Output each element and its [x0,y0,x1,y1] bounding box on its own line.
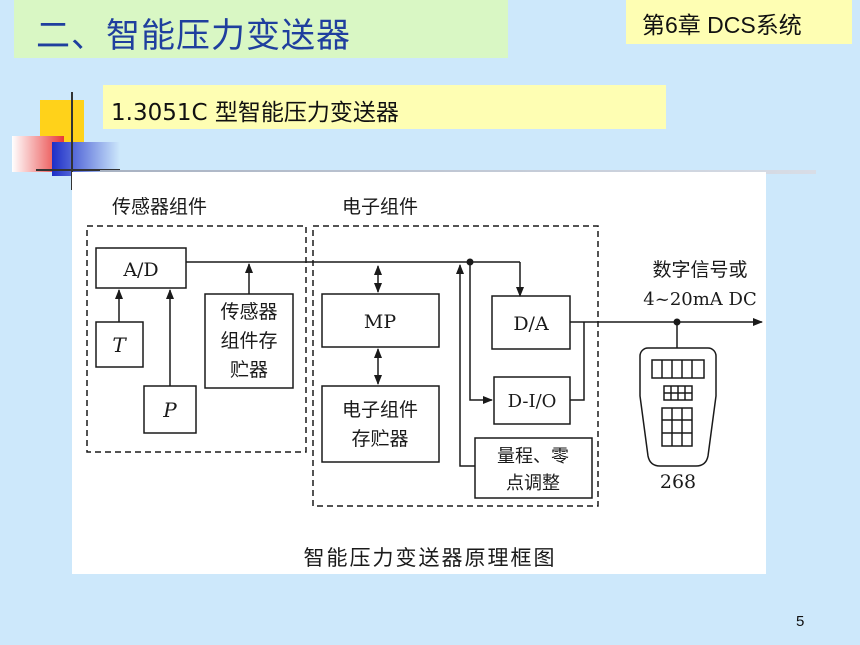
range-zero-line1: 量程、零 [497,446,569,467]
output-signal-line1: 数字信号或 [652,259,747,281]
block-diagram: 传感器组件 电子组件 A/D T P 传感器 组件存 贮器 MP 电子组件 存贮… [86,196,763,570]
electronics-memory-line2: 存贮器 [351,428,408,450]
sensor-memory-block [204,293,294,389]
p-block-label: P [162,398,177,422]
output-junction-dot [673,318,681,326]
electronics-group-label: 电子组件 [342,196,418,218]
signal-lines [115,261,763,467]
deco-horizontal-line [36,169,120,171]
deco-vertical-line [71,92,73,190]
dio-block-label: D-I/O [508,391,557,412]
subtitle-text: 1.3051C 型智能压力变送器 [111,100,399,126]
electronics-group-box [312,225,599,507]
sensor-memory-line3: 贮器 [230,359,268,381]
range-zero-line2: 点调整 [506,473,560,494]
ad-block [95,247,187,289]
communicator-268-icon [639,347,717,467]
sensor-group-box [86,225,307,453]
ad-block-label: A/D [122,259,158,281]
mp-block-label: MP [364,311,396,333]
electronics-memory-line1: 电子组件 [342,399,418,421]
slide-title: 二、智能压力变送器 [36,16,351,56]
da-block-label: D/A [513,313,549,335]
sensor-group-label: 传感器组件 [112,196,207,218]
chapter-banner: 第6章 DCS系统 [626,0,852,44]
t-block [95,321,144,368]
bus-junction-dot [466,258,474,266]
page-number: 5 [796,613,805,630]
dio-block [493,376,571,425]
chapter-label: 第6章 DCS系统 [642,12,802,38]
da-block [491,295,571,350]
electronics-memory-block [321,385,440,463]
diagram-caption: 智能压力变送器原理框图 [304,546,557,570]
output-signal-line2: 4~20mA DC [643,289,756,310]
diagram-figure: 传感器组件 电子组件 A/D T P 传感器 组件存 贮器 MP 电子组件 存贮… [72,172,766,574]
title-banner: 二、智能压力变送器 [14,0,508,58]
t-block-label: T [112,333,127,357]
mp-block [321,293,440,348]
sensor-memory-line2: 组件存 [220,330,277,352]
communicator-label: 268 [660,471,696,493]
subtitle-banner: 1.3051C 型智能压力变送器 [103,85,666,129]
range-zero-block [474,437,593,499]
sensor-memory-line1: 传感器 [220,301,277,323]
